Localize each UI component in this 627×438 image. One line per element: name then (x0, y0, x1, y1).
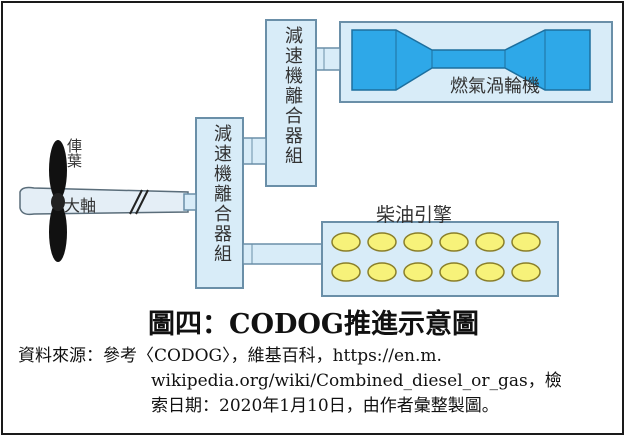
cylinder (331, 262, 361, 282)
reduction-gear-label-top: 減速機離合器組 (282, 26, 303, 166)
diesel-engine-label: 柴油引擎 (376, 204, 453, 226)
shaft-coupling (183, 193, 197, 211)
cylinder (331, 232, 361, 252)
cylinder (403, 232, 433, 252)
gearbox-coupling (242, 137, 267, 165)
reduction-gear-label-bottom: 減速機離合器組 (211, 124, 232, 264)
cylinder (403, 262, 433, 282)
source-note: 資料來源：參考〈CODOG〉，維基百科，https://en.m. wikipe… (18, 344, 614, 419)
reduction-gear-box-top (265, 19, 317, 187)
turbine-coupling (315, 47, 341, 71)
gas-turbine-label: 燃氣渦輪機 (450, 76, 540, 97)
shaft-label: 大軸 (64, 196, 97, 215)
propeller-label: 俥葉 (65, 138, 83, 168)
cylinder (439, 232, 469, 252)
cylinder (475, 262, 505, 282)
codog-diagram (19, 19, 613, 297)
cylinder (367, 232, 397, 252)
main-shaft (19, 186, 189, 216)
figure-caption: 圖四：CODOG推進示意圖 (147, 309, 479, 340)
source-line-3: 索日期：2020年1月10日，由作者彙整製圖。 (151, 396, 499, 416)
cylinder (367, 262, 397, 282)
diesel-cylinders (331, 232, 541, 282)
source-line-2: wikipedia.org/wiki/Combined_diesel_or_ga… (151, 371, 562, 391)
cylinder (439, 262, 469, 282)
propeller-icon (49, 140, 67, 262)
cylinder (475, 232, 505, 252)
diesel-coupling (242, 243, 324, 265)
cylinder (511, 232, 541, 252)
source-line-1: 資料來源：參考〈CODOG〉，維基百科，https://en.m. (18, 346, 442, 366)
cylinder (511, 262, 541, 282)
